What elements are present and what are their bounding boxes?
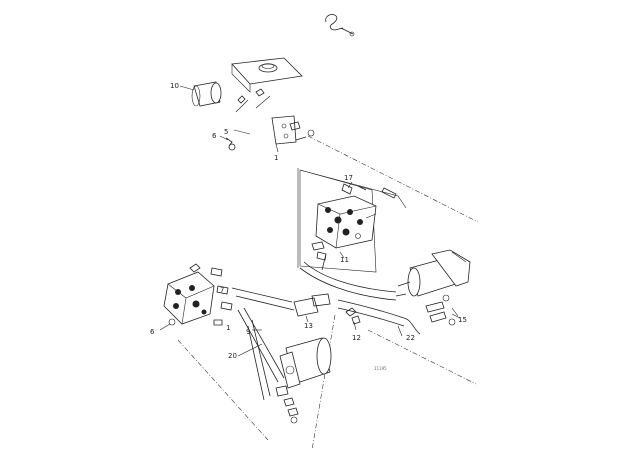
- fittings-top: [235, 88, 271, 113]
- cylinder-part-10: [179, 81, 222, 107]
- label-part-10: 10: [170, 82, 179, 90]
- hoses: [231, 261, 421, 335]
- part-labels: 10 5 6 1 17 11 7 1 6 9 20 13 12 22 15 11…: [150, 82, 467, 371]
- label-part-6b: 6: [150, 328, 155, 336]
- label-part-15: 15: [458, 316, 467, 324]
- label-part-5: 5: [224, 128, 228, 136]
- lower-pipes: [237, 307, 285, 401]
- center-line-upper: [307, 135, 479, 223]
- label-part-22: 22: [406, 334, 415, 342]
- label-part-12: 12: [352, 334, 361, 342]
- mounting-bracket: [231, 57, 303, 93]
- mount-plate-part-1: [271, 115, 315, 153]
- label-part-1b: 1: [226, 324, 230, 332]
- bolts-part-6: [219, 129, 251, 151]
- orientation-symbol-icon: [325, 14, 355, 37]
- label-part-7: 7: [220, 286, 224, 294]
- center-line-vertical: [311, 314, 336, 451]
- lower-valve-block: [159, 263, 233, 331]
- reference-code: 11195: [374, 366, 387, 371]
- upper-valve-frame: [297, 168, 407, 273]
- label-part-9: 9: [246, 328, 250, 336]
- label-part-11: 11: [340, 256, 349, 264]
- label-part-1: 1: [274, 154, 278, 162]
- center-line-lower-right: [367, 329, 477, 385]
- label-part-6: 6: [212, 132, 217, 140]
- upper-valve-block: [311, 183, 397, 271]
- pump-part-9: [275, 337, 332, 424]
- label-part-17: 17: [344, 174, 353, 182]
- center-lines: [177, 135, 479, 451]
- center-line-lower-left: [177, 339, 269, 441]
- fitting-part-12: [345, 307, 361, 331]
- label-part-13: 13: [304, 322, 313, 330]
- fitting-part-13: [293, 293, 331, 323]
- leader-lines: [237, 181, 459, 357]
- motor-part-15: [395, 249, 471, 326]
- label-part-20: 20: [228, 352, 237, 360]
